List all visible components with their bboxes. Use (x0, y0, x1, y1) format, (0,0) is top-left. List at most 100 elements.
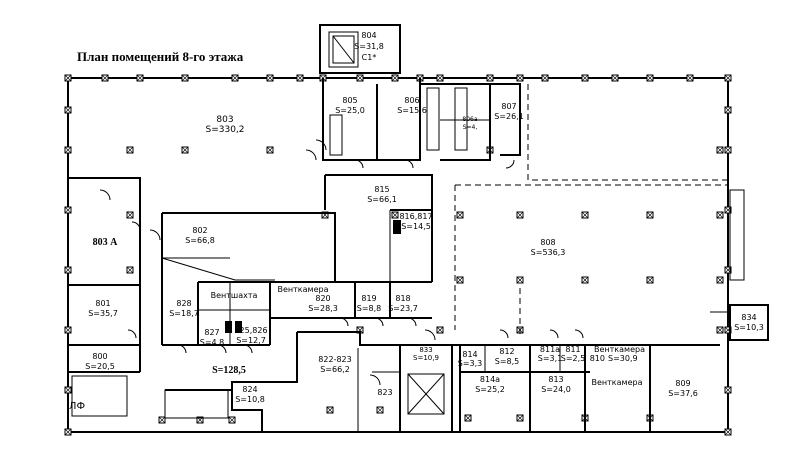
plan-title: План помещений 8-го этажа (77, 49, 244, 64)
column-marker-cross (126, 211, 134, 219)
column-marker-cross (266, 74, 274, 82)
column-marker-cross (266, 146, 274, 154)
room-area-822: S=66,2 (320, 365, 350, 374)
area-128-label: S=128,5 (212, 365, 246, 376)
room-area-811a: S=3,1 (538, 354, 563, 363)
column-marker-cross (716, 276, 724, 284)
room-area-806: S=15,6 (397, 106, 427, 115)
room-area-820: S=28,3 (308, 304, 338, 313)
column-marker-cross (391, 74, 399, 82)
room-area-802: S=66,8 (185, 236, 215, 245)
column-marker-cross (64, 74, 72, 82)
room-number-825: 825,826 (234, 326, 267, 335)
column-marker-cross (356, 74, 364, 82)
room-labels: 804 S=31,8 С1* 803 S=330,2 805 S=25,0 80… (69, 31, 764, 412)
column-marker-cross (516, 211, 524, 219)
room-area-828: S=18,7 (169, 309, 199, 318)
column-marker-cross (126, 266, 134, 274)
column-marker-cross (64, 266, 72, 274)
room-area-801: S=35,7 (88, 309, 118, 318)
room-area-812: S=8,5 (495, 357, 520, 366)
room-number-822: 822-823 (318, 355, 351, 364)
door-arcs (99, 139, 584, 386)
interior-walls (68, 78, 769, 433)
room-area-833: S=10,9 (413, 354, 439, 362)
column-marker-cross (646, 74, 654, 82)
column-marker-cross (581, 74, 589, 82)
room-number-804: 804 (361, 31, 376, 40)
column-marker-cross (391, 211, 399, 219)
room-number-807: 807 (501, 102, 516, 111)
room-number-811a: 811а (540, 345, 560, 354)
column-marker-cross (456, 276, 464, 284)
room-number-809: 809 (675, 379, 690, 388)
room-number-802: 802 (192, 226, 207, 235)
column-marker-cross (486, 74, 494, 82)
room-number-806a: 806а (462, 116, 477, 123)
room-number-816: 816,817 (399, 212, 432, 221)
room-area-834: S=10,3 (734, 323, 764, 332)
column-marker-cross (724, 106, 732, 114)
room-number-803a: 803 А (93, 237, 119, 248)
column-marker-cross (611, 74, 619, 82)
column-marker-cross (64, 386, 72, 394)
room-number-814: 814 (462, 350, 477, 359)
room-number-810: 810 (590, 354, 605, 363)
column-marker-cross (724, 386, 732, 394)
column-marker-cross (724, 74, 732, 82)
column-marker-cross (516, 414, 524, 422)
column-marker-cross (101, 74, 109, 82)
column-marker-cross (64, 326, 72, 334)
column-marker-cross (716, 146, 724, 154)
ventchamber-bottom-label: Венткамера (592, 378, 643, 387)
room-823-label: 823 (377, 388, 392, 397)
column-marker-cross (181, 146, 189, 154)
room-area-814a: S=25,2 (475, 385, 505, 394)
room-number-833: 833 (419, 346, 432, 354)
column-marker-cross (724, 428, 732, 436)
column-marker-cross (581, 276, 589, 284)
column-marker-cross (181, 74, 189, 82)
room-number-811: 811 (565, 345, 580, 354)
column-marker-cross (541, 74, 549, 82)
room-number-801: 801 (95, 299, 110, 308)
room-area-806a: S=4, (463, 124, 478, 131)
room-number-808: 808 (540, 238, 555, 247)
column-marker-cross (646, 276, 654, 284)
column-marker-cross (516, 276, 524, 284)
ventchamber-label: Венткамера (278, 285, 329, 294)
room-area-825: S=12,7 (236, 336, 266, 345)
column-marker-cross (231, 74, 239, 82)
room-area-800: S=20,5 (85, 362, 115, 371)
room-number-828: 828 (176, 299, 191, 308)
room-number-814a: 814а (480, 375, 500, 384)
room-area-818: S=23,7 (388, 304, 418, 313)
room-number-834: 834 (741, 313, 756, 322)
column-marker-cross (64, 106, 72, 114)
column-marker-cross (456, 211, 464, 219)
room-number-815: 815 (374, 185, 389, 194)
room-area-808: S=536,3 (531, 248, 566, 257)
room-number-827: 827 (204, 328, 219, 337)
room-number-820: 820 (315, 294, 330, 303)
room-area-814: S=3,3 (458, 359, 483, 368)
room-area-804: S=31,8 (354, 42, 384, 51)
room-area-810: S=30,9 (608, 354, 638, 363)
column-marker-cross (64, 428, 72, 436)
room-area-816: S=14,5 (401, 222, 431, 231)
room-area-807: S=26,1 (494, 112, 524, 121)
column-marker-cross (716, 326, 724, 334)
room-number-800: 800 (92, 352, 107, 361)
corner-label: ЛФ (69, 401, 86, 412)
room-area-811: S=2,5 (561, 354, 586, 363)
room-area-805: S=25,0 (335, 106, 365, 115)
column-marker-cross (724, 146, 732, 154)
room-area-813: S=24,0 (541, 385, 571, 394)
room-number-803: 803 (216, 115, 233, 125)
column-marker-cross (64, 206, 72, 214)
room-number-805: 805 (342, 96, 357, 105)
room-number-824: 824 (242, 385, 257, 394)
room-area-809: S=37,6 (668, 389, 698, 398)
room-area-815: S=66,1 (367, 195, 397, 204)
